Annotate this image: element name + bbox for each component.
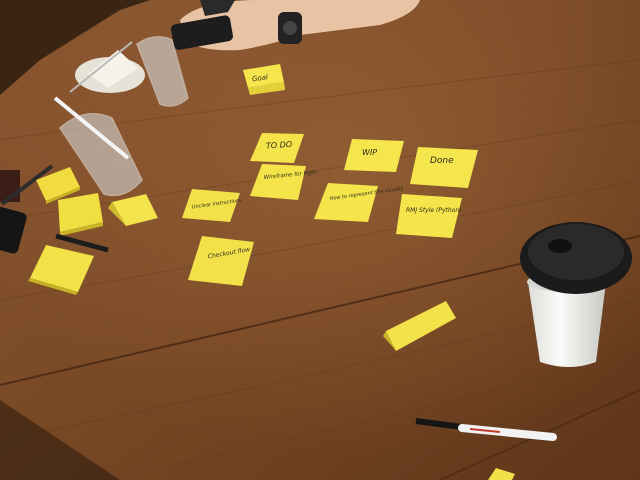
column-header-wip: WIP xyxy=(344,139,404,172)
water-glass xyxy=(136,36,189,107)
task-note-text: RMJ Style (Python) xyxy=(406,207,461,214)
black-phone xyxy=(0,206,27,254)
napkin xyxy=(88,50,138,88)
floor-background xyxy=(0,0,150,95)
sticky-note-corner xyxy=(488,468,515,480)
column-header-todo: TO DO xyxy=(250,133,304,163)
sticky-note-task: Wireframe for login xyxy=(250,164,318,200)
sticky-note-folded xyxy=(383,301,456,351)
coffee-cup xyxy=(520,222,632,367)
person-arm xyxy=(180,0,420,51)
sticky-pad xyxy=(36,167,80,204)
column-header-done: Done xyxy=(410,147,478,188)
sticky-note-task: Checkout flow xyxy=(188,236,254,286)
sticky-note-task: RMJ Style (Python) xyxy=(396,194,462,238)
column-header-wip-text: WIP xyxy=(362,148,377,157)
sticky-pad-folded xyxy=(108,194,158,226)
column-header-todo-text: TO DO xyxy=(266,140,293,151)
sticky-pad xyxy=(58,193,103,236)
sticky-note-task: Unclear instructions xyxy=(182,189,242,222)
fork xyxy=(69,41,133,93)
goal-note-text: Goal xyxy=(252,73,269,83)
smartphone xyxy=(170,15,233,50)
marker xyxy=(55,233,109,253)
sticky-note-goal: Goal xyxy=(243,64,285,95)
task-note-text: Wireframe for login xyxy=(263,170,317,182)
plastic-cup-with-straw xyxy=(53,96,143,197)
sticky-pad xyxy=(28,245,94,295)
column-header-done-text: Done xyxy=(430,156,454,166)
pen xyxy=(0,164,54,206)
white-marker xyxy=(415,418,557,441)
